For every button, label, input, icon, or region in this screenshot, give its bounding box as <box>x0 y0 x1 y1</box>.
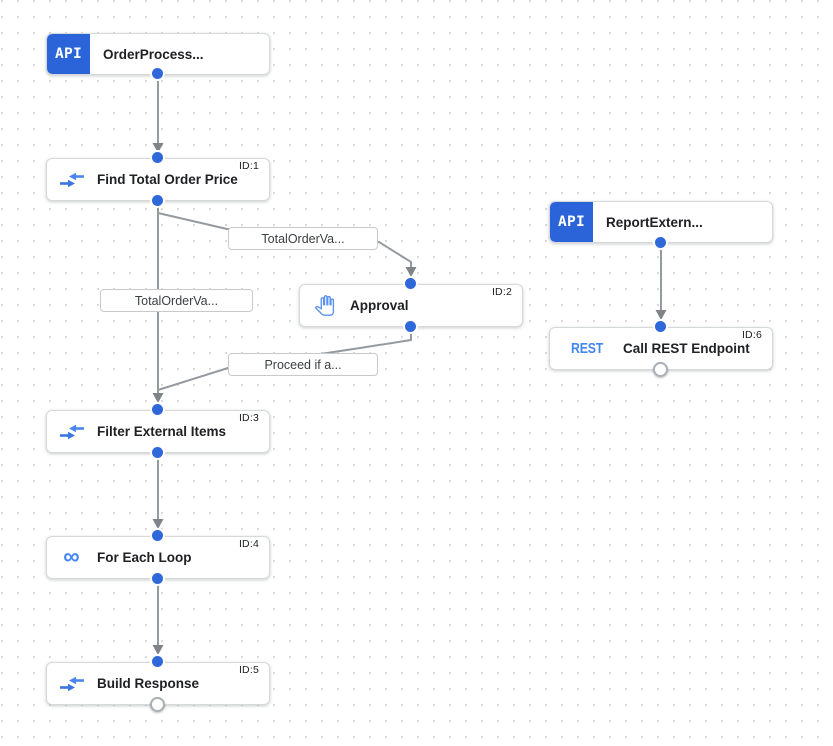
for-each-loop-icon: ∞ <box>63 542 80 569</box>
edge-label-total-order-value-1[interactable]: TotalOrderVa... <box>228 227 378 250</box>
node-title: Find Total Order Price <box>97 172 238 187</box>
port-foreach-out[interactable] <box>150 571 165 586</box>
edge-order-to-find <box>152 74 164 153</box>
node-title: Filter External Items <box>97 424 227 439</box>
node-id-label: ID:1 <box>238 160 259 172</box>
rest-icon: REST <box>571 340 604 357</box>
approval-hand-icon <box>311 295 338 316</box>
node-title: Build Response <box>97 676 200 691</box>
port-foreach-in[interactable] <box>150 528 165 543</box>
arrowhead-icon <box>655 310 667 320</box>
node-title: Approval <box>350 298 409 313</box>
edge-foreach-to-build <box>152 579 164 655</box>
node-id-label: ID:3 <box>238 412 259 424</box>
port-approval-out[interactable] <box>403 319 418 334</box>
node-id-label: ID:5 <box>238 664 259 676</box>
arrowhead-icon <box>152 393 164 403</box>
port-report-extern-out[interactable] <box>653 235 668 250</box>
port-find-total-in[interactable] <box>150 150 165 165</box>
node-title: Call REST Endpoint <box>623 341 750 356</box>
arrowhead-icon <box>405 267 417 277</box>
data-mapping-icon <box>58 171 85 189</box>
arrowhead-icon <box>152 645 164 655</box>
node-id-label: ID:4 <box>238 538 259 550</box>
node-id-label: ID:6 <box>741 329 762 341</box>
port-order-process-out[interactable] <box>150 66 165 81</box>
port-approval-in[interactable] <box>403 276 418 291</box>
edge-label-proceed-if[interactable]: Proceed if a... <box>228 353 378 376</box>
port-filter-in[interactable] <box>150 402 165 417</box>
node-title: ReportExtern... <box>606 214 703 230</box>
port-build-response-in[interactable] <box>150 654 165 669</box>
port-rest-endpoint-in[interactable] <box>653 319 668 334</box>
port-find-total-out[interactable] <box>150 193 165 208</box>
edge-approval-to-filter <box>157 327 412 391</box>
port-filter-out[interactable] <box>150 445 165 460</box>
arrowhead-icon <box>152 519 164 529</box>
edge-report-to-rest <box>655 243 667 320</box>
api-badge: API <box>550 202 593 242</box>
port-build-response-out[interactable] <box>150 697 165 712</box>
node-id-label: ID:2 <box>491 286 512 298</box>
node-call-rest-endpoint[interactable]: ID:6 REST Call REST Endpoint <box>549 327 773 370</box>
edge-filter-to-foreach <box>152 453 164 529</box>
api-badge: API <box>47 34 90 74</box>
node-title: For Each Loop <box>97 550 192 565</box>
data-mapping-icon <box>58 675 85 693</box>
data-mapping-icon <box>58 423 85 441</box>
arrowhead-icon <box>152 143 164 153</box>
node-title: OrderProcess... <box>103 46 204 62</box>
port-rest-endpoint-out[interactable] <box>653 362 668 377</box>
edge-label-total-order-value-2[interactable]: TotalOrderVa... <box>100 289 253 312</box>
